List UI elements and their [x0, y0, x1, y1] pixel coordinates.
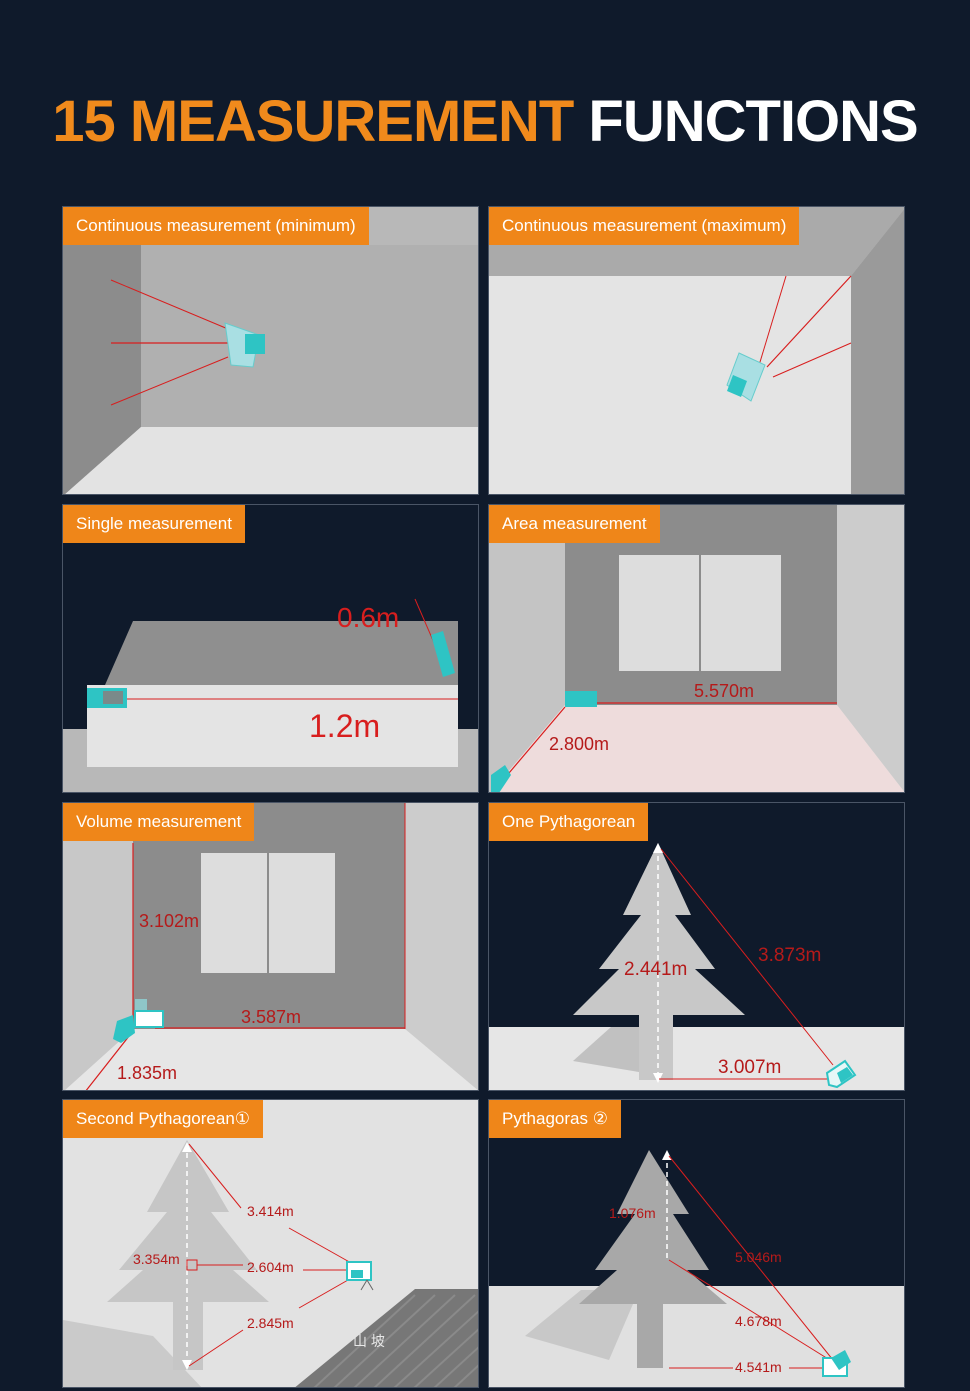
measurement-label: 3.414m	[247, 1203, 294, 1219]
pythagoras-2-labels: 1.076m 5.046m 4.678m 4.541m	[609, 1205, 782, 1375]
page-headline: 15 MEASUREMENT FUNCTIONS	[0, 88, 970, 155]
measurement-label: 1.2m	[309, 708, 380, 744]
measurement-label: 4.541m	[735, 1359, 782, 1375]
measurement-label: 3.102m	[139, 911, 199, 931]
pythagoras-2-illustration	[489, 1100, 904, 1387]
second-pythagorean-labels: 3.414m 3.354m 2.604m 2.845m 山 坡	[133, 1203, 385, 1349]
panel-title: Second Pythagorean①	[63, 1100, 264, 1138]
one-pythagorean-illustration	[489, 803, 904, 1090]
measurement-label: 1.076m	[609, 1205, 656, 1221]
measurement-label: 3.587m	[241, 1007, 301, 1027]
one-pythagorean-labels: 2.441m 3.873m 3.007m	[624, 945, 821, 1078]
panel-area-measurement: Area measurement 5.570m 2.800m	[488, 504, 905, 793]
measurement-label: 3.354m	[133, 1251, 180, 1267]
panel-title: Continuous measurement (maximum)	[489, 207, 800, 245]
panel-second-pythagorean: Second Pythagorean① 3.414m 3.354m 2.604m…	[62, 1099, 479, 1388]
area-measurement-labels: 5.570m 2.800m	[549, 681, 754, 754]
measurement-label: 3.873m	[758, 945, 821, 966]
measurement-label: 3.007m	[718, 1057, 781, 1078]
headline-highlight: 15 MEASUREMENT	[52, 89, 574, 154]
panel-title: Area measurement	[489, 505, 660, 543]
panel-continuous-minimum: Continuous measurement (minimum)	[62, 206, 479, 495]
measurement-label: 0.6m	[337, 602, 399, 633]
panel-pythagoras-2: Pythagoras ② 1.076m 5.046m 4.678m 4.541m	[488, 1099, 905, 1388]
measurement-label: 2.845m	[247, 1315, 294, 1331]
measurement-label: 2.604m	[247, 1259, 294, 1275]
measurement-label: 4.678m	[735, 1313, 782, 1329]
panel-single-measurement: Single measurement 0.6m 1.2m	[62, 504, 479, 793]
continuous-minimum-illustration	[63, 207, 478, 494]
measurement-label: 2.800m	[549, 734, 609, 754]
panel-continuous-maximum: Continuous measurement (maximum)	[488, 206, 905, 495]
measurement-label: 5.046m	[735, 1249, 782, 1265]
panel-volume-measurement: Volume measurement 3.102m 3.587m 1.835m	[62, 802, 479, 1091]
panel-title: Continuous measurement (minimum)	[63, 207, 369, 245]
slope-label: 山 坡	[353, 1333, 385, 1349]
measurement-label: 1.835m	[117, 1063, 177, 1083]
single-measurement-labels: 0.6m 1.2m	[309, 602, 399, 744]
panel-title: One Pythagorean	[489, 803, 649, 841]
continuous-maximum-illustration	[489, 207, 904, 494]
single-measurement-illustration	[63, 505, 478, 792]
panel-one-pythagorean: One Pythagorean 2.441m 3.873m 3.007m	[488, 802, 905, 1091]
panel-title: Pythagoras ②	[489, 1100, 621, 1138]
second-pythagorean-illustration	[63, 1100, 478, 1387]
headline-rest: FUNCTIONS	[588, 89, 918, 154]
panel-title: Single measurement	[63, 505, 245, 543]
panel-title: Volume measurement	[63, 803, 255, 841]
measurement-label: 5.570m	[694, 681, 754, 701]
measurement-label: 2.441m	[624, 959, 687, 980]
volume-measurement-labels: 3.102m 3.587m 1.835m	[117, 911, 301, 1083]
